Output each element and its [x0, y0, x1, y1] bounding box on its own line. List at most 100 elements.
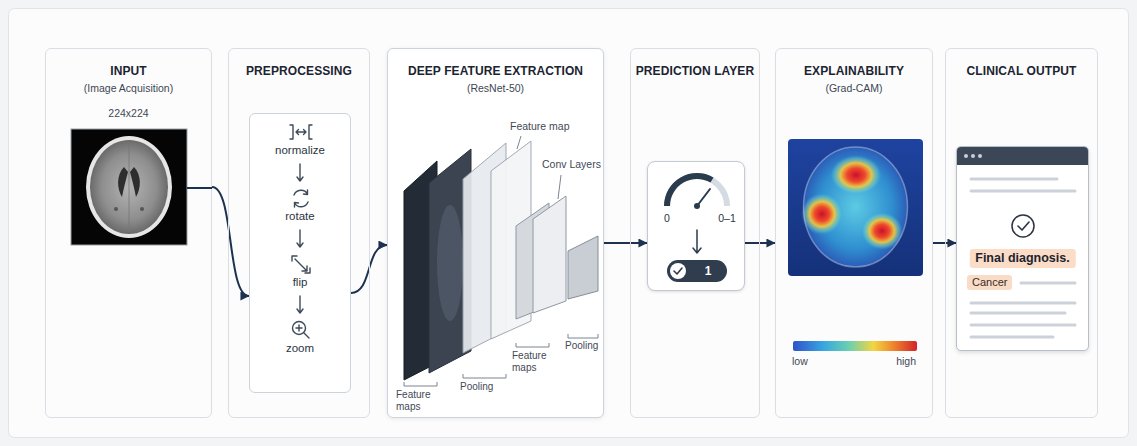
flow-arrow: [351, 245, 387, 293]
report-window: [1021, 282, 1075, 285]
probability-gauge: [694, 203, 700, 209]
preprocessing-icons: [296, 325, 309, 338]
ct-scan-image: [86, 136, 172, 238]
preprocessing-icons: [295, 259, 307, 271]
outer-frame: [9, 9, 1129, 438]
ct-scan-image: [90, 140, 168, 234]
gradcam-heatmap: [804, 147, 908, 267]
panel-subtitle: (Image Acquisition): [46, 82, 211, 95]
stage-panel: DEEP FEATURE EXTRACTION (ResNet-50): [387, 48, 604, 418]
ct-scan-image: [118, 167, 128, 197]
layer-label: Conv Layers: [542, 158, 601, 171]
diagnosis-heading: Final diagnosis.: [969, 249, 1075, 268]
class-output: 1: [695, 264, 721, 278]
resnet-layers: [516, 343, 549, 347]
resnet-layers: [388, 49, 605, 419]
resnet-layers: [463, 374, 506, 378]
scale-label: high: [880, 355, 916, 368]
ct-scan-image: [71, 129, 187, 245]
resnet-layers: [437, 205, 463, 321]
step-label: flip: [250, 276, 350, 290]
layer-label: Pooling: [565, 340, 598, 352]
panel-title: EXPLAINABILITY: [776, 64, 932, 78]
step-label: zoom: [250, 342, 350, 356]
toggle-check: [674, 268, 682, 274]
probability-gauge: [693, 230, 701, 253]
report-window: [964, 154, 968, 158]
resnet-layers: [558, 175, 561, 199]
step-list-box: normalize rotate flip zoom: [249, 113, 351, 393]
step-label: normalize: [250, 144, 350, 158]
stage-panel: CLINICAL OUTPUT Final diagnosis. Cancer: [945, 48, 1098, 418]
gradcam-heatmap: [793, 341, 917, 351]
resnet-layers: [404, 136, 598, 386]
gauge-range: 0–1: [712, 212, 742, 225]
preprocessing-icons: [290, 125, 293, 139]
report-window: [971, 336, 1053, 339]
report-window: [978, 154, 982, 158]
preprocessing-icons: [297, 164, 303, 181]
preprocessing-icons: [295, 202, 309, 207]
layer-label: Feature maps: [512, 350, 558, 374]
gradcam-heatmap: [788, 139, 923, 276]
preprocessing-icons: [297, 230, 303, 247]
report-window: [971, 312, 1065, 315]
layer-label: Feature map: [510, 120, 570, 133]
preprocessing-icons: [292, 256, 310, 273]
output-toggle: 1: [667, 260, 727, 282]
preprocessing-icons: [296, 130, 306, 135]
preprocessing-icons: [297, 296, 303, 313]
panel-subtitle: (Grad-CAM): [776, 82, 932, 95]
flow-arrow: [745, 242, 775, 244]
stage-panel: PREDICTION LAYER 0 0–1 1: [630, 48, 760, 418]
report-window: [1012, 215, 1034, 237]
ct-scan-image: [187, 187, 212, 189]
resnet-layers: [533, 196, 566, 313]
probability-gauge: [667, 176, 727, 206]
gradcam-heatmap: [830, 155, 882, 195]
scale-label: low: [792, 355, 808, 368]
report-window: [971, 190, 1075, 193]
toggle-check: [667, 260, 727, 282]
layer-label: Pooling: [460, 381, 493, 393]
preprocessing-icons: [294, 190, 308, 195]
prediction-card: 0 0–1 1: [647, 161, 745, 291]
probability-gauge: [667, 176, 712, 206]
panel-title: CLINICAL OUTPUT: [946, 64, 1097, 78]
flow-arrow: [604, 242, 647, 244]
ct-scan-image: [140, 207, 144, 211]
report-window: Final diagnosis. Cancer: [956, 146, 1089, 351]
panel-subtitle: (ResNet-50): [388, 82, 603, 95]
step-label: rotate: [250, 210, 350, 224]
report-window: [971, 302, 1075, 305]
gradcam-heatmap: [788, 139, 923, 276]
toggle-check: [670, 263, 686, 279]
diagnosis-result: Cancer: [967, 275, 1012, 290]
resnet-layers: [568, 236, 598, 299]
gauge-value: 0: [658, 212, 676, 225]
ct-scan-image: [129, 142, 130, 232]
report-window: [971, 324, 1075, 327]
report-window: [971, 178, 1057, 181]
resnet-layers: [404, 382, 437, 386]
panel-title: INPUT: [46, 64, 211, 78]
panel-title: PREDICTION LAYER: [631, 64, 759, 78]
stage-panel: INPUT (Image Acquisition): [45, 48, 212, 418]
ct-scan-image: [114, 207, 118, 211]
report-window: [1018, 222, 1029, 230]
flow-arrow: [212, 187, 249, 296]
resnet-layers: [404, 136, 598, 386]
report-window: [971, 154, 975, 158]
probability-gauge: [697, 189, 710, 206]
resnet-layers: [568, 334, 598, 338]
image-size: 224x224: [45, 107, 212, 120]
report-window: [957, 147, 1089, 165]
resnet-layers: [517, 136, 521, 149]
panel-title: PREPROCESSING: [229, 64, 369, 78]
layer-label: Feature maps: [396, 389, 442, 413]
preprocessing-icons: [309, 125, 312, 139]
ct-scan-image: [130, 167, 140, 197]
stage-panel: PREPROCESSING normalize rotate flip zoom: [228, 48, 370, 418]
panel-title: DEEP FEATURE EXTRACTION: [388, 64, 603, 78]
